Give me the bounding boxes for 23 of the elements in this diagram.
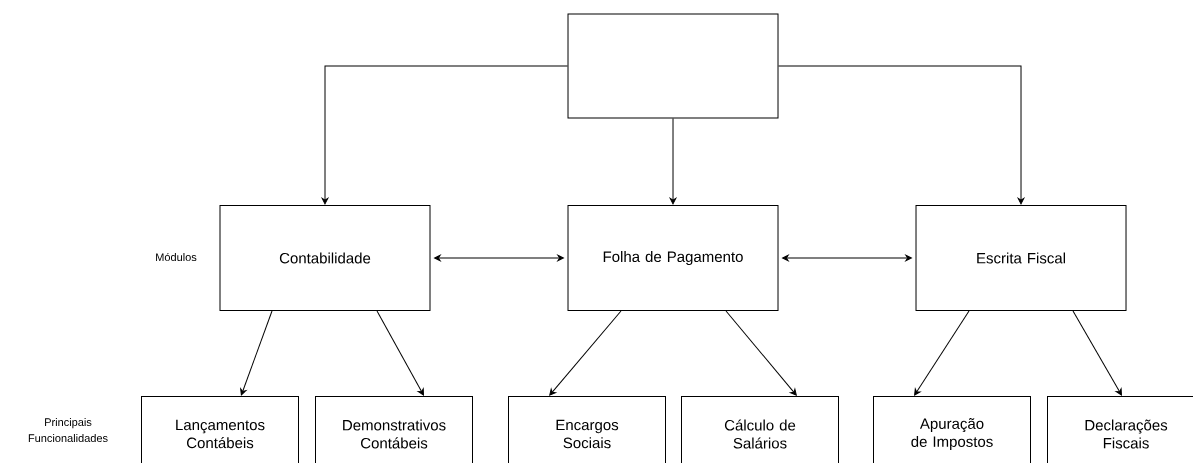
module-box: Escrita Fiscal xyxy=(915,205,1127,311)
arrow xyxy=(240,310,273,396)
arrow xyxy=(321,65,568,205)
module-box: Folha de Pagamento xyxy=(567,205,779,311)
feature-box: Cálculo de Salários xyxy=(681,396,839,463)
feature-box: Apuração de Impostos xyxy=(873,396,1031,463)
arrow xyxy=(1072,310,1122,396)
row-label: Módulos xyxy=(156,252,197,262)
feature-box: Declarações Fiscais xyxy=(1047,396,1193,463)
arrow xyxy=(549,310,622,396)
arrow xyxy=(434,254,564,262)
arrow xyxy=(914,310,970,396)
arrow xyxy=(376,310,424,396)
arrow xyxy=(725,310,797,396)
arrow xyxy=(669,118,677,205)
module-box: Contabilidade xyxy=(219,205,431,311)
arrow xyxy=(782,254,912,262)
feature-box: Lançamentos Contábeis xyxy=(141,396,299,463)
feature-box: Demonstrativos Contábeis xyxy=(315,396,473,463)
row-label: Principais Funcionalidades xyxy=(28,417,108,443)
arrow xyxy=(778,65,1025,205)
feature-box: Encargos Sociais xyxy=(508,396,666,463)
root-box xyxy=(567,13,779,119)
